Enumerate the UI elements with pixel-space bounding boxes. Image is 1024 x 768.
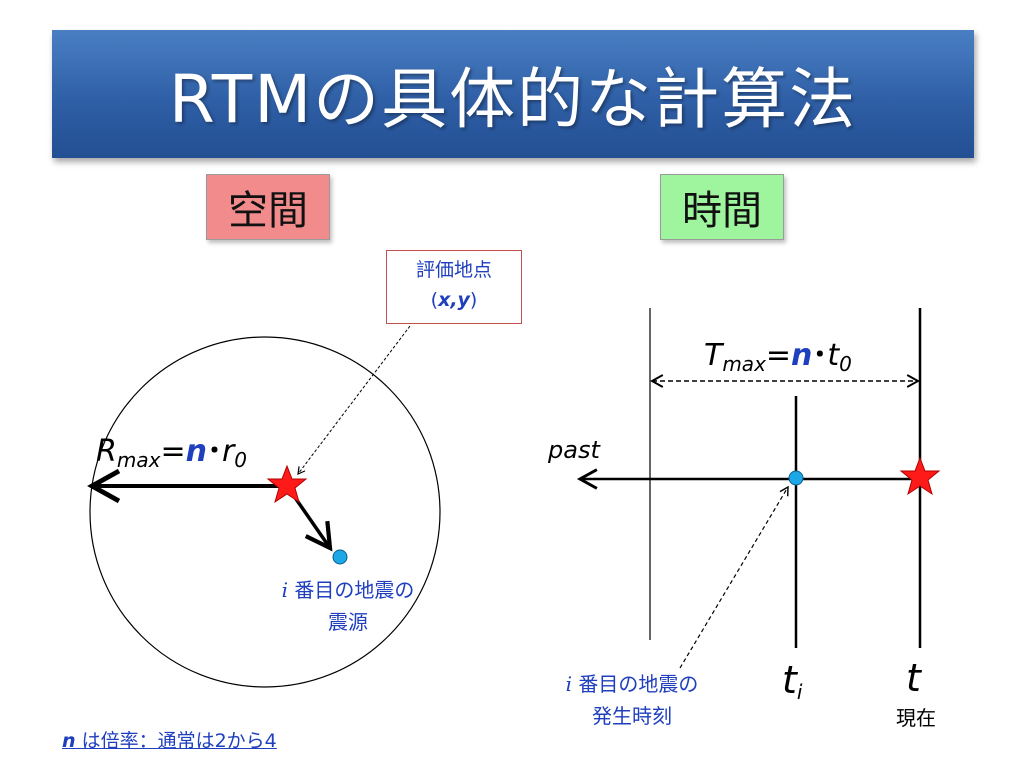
source-point: [332, 549, 348, 565]
radius-circle: [89, 336, 441, 688]
ti-label: ti: [782, 658, 803, 704]
occurrence-pointer: [679, 485, 789, 669]
title-bar: RTMの具体的な計算法: [52, 30, 974, 158]
multiplier-note: n は倍率：通常は2から4: [62, 730, 277, 752]
source-label: i 番目の地震の 震源: [281, 578, 415, 634]
tmax-formula: Tmax=n･t0: [704, 338, 852, 376]
past-label: past: [548, 436, 600, 464]
now-star: [899, 456, 941, 496]
evaluation-point-star: [266, 464, 308, 504]
callout-title: 評価地点: [415, 259, 492, 281]
evaluation-point-callout: 評価地点 (x,y): [386, 250, 522, 324]
callout-coords: (x,y): [430, 289, 478, 311]
rmax-formula: Rmax=n･r0: [96, 434, 248, 472]
slide-title: RTMの具体的な計算法: [168, 61, 858, 138]
callout-pointer: [297, 325, 411, 475]
time-label: 時間: [660, 174, 784, 240]
callout-xy: x,y: [438, 289, 470, 311]
occurrence-label: i 番目の地震の 発生時刻: [565, 672, 699, 728]
tmax-n: n: [791, 338, 813, 373]
occurrence-point: [788, 470, 804, 486]
rmax-n: n: [185, 434, 207, 469]
t-label: t: [906, 656, 921, 700]
space-label: 空間: [206, 174, 330, 240]
now-label: 現在: [896, 706, 936, 730]
